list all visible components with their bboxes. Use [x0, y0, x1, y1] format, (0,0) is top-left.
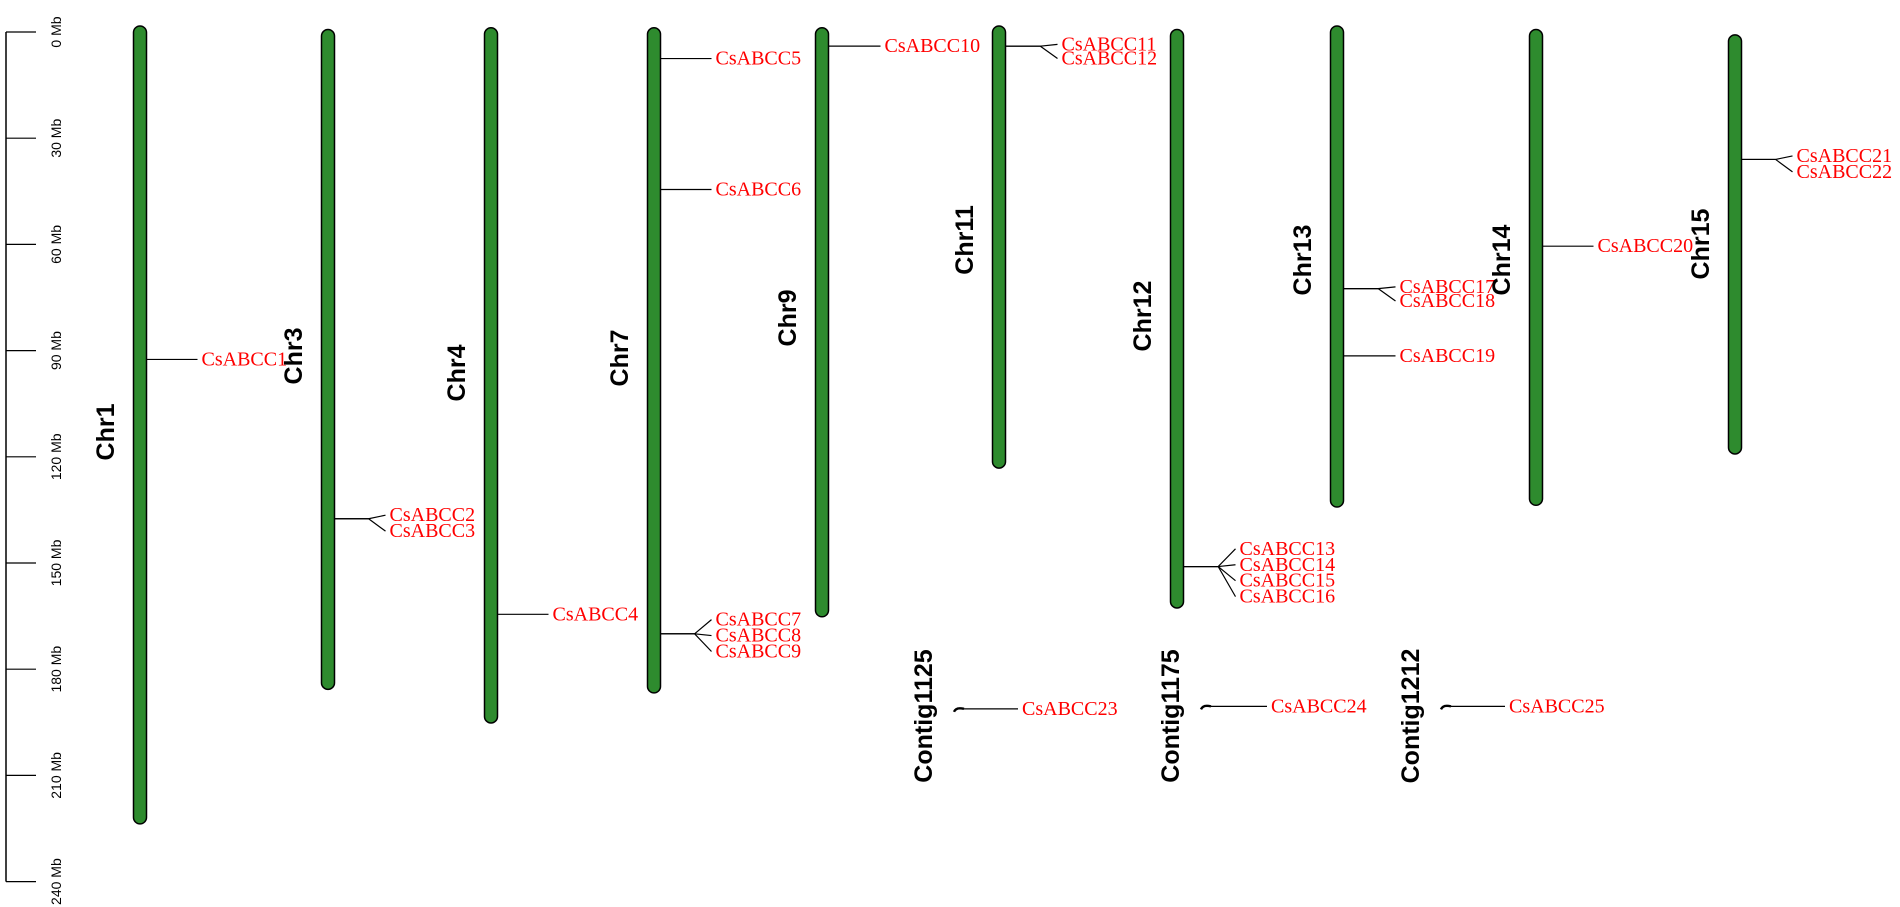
chromosome-chr14: Chr14 CsABCC20 — [1488, 28, 1694, 507]
gene-leader-line — [660, 619, 712, 635]
chromosome-bar — [320, 28, 336, 691]
gene-label-csabcc21: CsABCC21 — [1797, 145, 1893, 167]
chromosome-bar — [1169, 28, 1185, 609]
chromosome-contig1175: Contig1175 CsABCC24 — [1157, 649, 1367, 782]
gene-label-csabcc24: CsABCC24 — [1271, 695, 1367, 717]
chromosome-label: Chr14 — [1488, 224, 1516, 295]
contig-mark — [1199, 704, 1212, 710]
chromosome-label: Chr1 — [92, 403, 120, 460]
chromosome-bar — [132, 25, 148, 825]
gene-leader-line — [660, 633, 712, 652]
chromosome-bar — [1528, 28, 1544, 507]
gene-label-csabcc11: CsABCC11 — [1062, 33, 1157, 55]
gene-label-csabcc25: CsABCC25 — [1509, 695, 1605, 717]
gene-leader-line — [1183, 565, 1237, 597]
chromosome-label: Chr3 — [280, 328, 308, 385]
gene-label-csabcc3: CsABCC3 — [390, 520, 476, 542]
gene-label-csabcc6: CsABCC6 — [716, 179, 802, 201]
chromosome-label: Chr12 — [1129, 281, 1157, 352]
chromosome-contig1125: Contig1125 CsABCC23 — [910, 649, 1118, 782]
chromosome-chr9: Chr9 CsABCC10 — [774, 27, 981, 618]
chromosome-label: Chr7 — [606, 330, 634, 387]
gene-label-csabcc18: CsABCC18 — [1400, 290, 1496, 312]
gene-label-csabcc17: CsABCC17 — [1400, 276, 1496, 298]
gene-label-csabcc2: CsABCC2 — [390, 504, 476, 526]
chromosome-label: Contig1175 — [1157, 649, 1185, 782]
gene-leader-line — [334, 518, 386, 532]
chromosome-contig1212: Contig1212 CsABCC25 — [1397, 649, 1605, 784]
chromosome-label: Chr4 — [443, 344, 471, 401]
scale-tick-label: 60 Mb — [48, 225, 64, 264]
gene-label-csabcc5: CsABCC5 — [716, 48, 802, 70]
gene-leader-line — [1005, 45, 1058, 60]
chromosome-chr1: Chr1 CsABCC1 — [92, 25, 288, 825]
contig-mark — [952, 707, 965, 713]
chromosome-label: Contig1125 — [910, 649, 938, 782]
gene-leader-line — [1343, 288, 1396, 302]
gene-label-csabcc9: CsABCC9 — [716, 641, 802, 663]
gene-label-csabcc20: CsABCC20 — [1598, 235, 1694, 257]
scale-tick-label: 90 Mb — [48, 331, 64, 370]
gene-leader-line — [1183, 565, 1236, 582]
gene-leader-line — [1741, 158, 1793, 173]
scale-tick-label: 0 Mb — [48, 16, 64, 47]
contig-mark — [1439, 704, 1452, 710]
gene-label-csabcc15: CsABCC15 — [1240, 570, 1336, 592]
gene-label-csabcc8: CsABCC8 — [716, 625, 802, 647]
gene-label-csabcc19: CsABCC19 — [1400, 345, 1496, 367]
gene-label-csabcc14: CsABCC14 — [1240, 554, 1336, 576]
scale-tick-label: 210 Mb — [48, 752, 64, 799]
gene-label-csabcc7: CsABCC7 — [716, 609, 802, 631]
chromosome-label: Chr9 — [774, 290, 802, 347]
gene-leader-line — [1183, 548, 1236, 568]
gene-label-csabcc23: CsABCC23 — [1022, 698, 1118, 720]
scale-tick-label: 240 Mb — [48, 858, 64, 905]
chromosome-bar — [1727, 34, 1743, 455]
gene-label-csabcc4: CsABCC4 — [553, 603, 639, 625]
chromosome-label: Chr13 — [1289, 225, 1317, 296]
gene-label-csabcc22: CsABCC22 — [1797, 161, 1893, 183]
chromosome-label: Chr11 — [951, 205, 979, 275]
chromosome-label: Contig1212 — [1397, 649, 1425, 784]
gene-label-csabcc16: CsABCC16 — [1240, 586, 1336, 608]
scale-tick-label: 180 Mb — [48, 646, 64, 693]
gene-label-csabcc12: CsABCC12 — [1062, 48, 1158, 70]
gene-label-csabcc1: CsABCC1 — [202, 348, 288, 370]
chromosome-bar — [1329, 25, 1345, 508]
chromosome-label: Chr15 — [1687, 208, 1715, 279]
chromosome-bar — [646, 27, 662, 694]
gene-label-csabcc10: CsABCC10 — [885, 35, 981, 57]
gene-label-csabcc13: CsABCC13 — [1240, 538, 1336, 560]
scale-tick-label: 120 Mb — [48, 433, 64, 480]
scale-tick-label: 150 Mb — [48, 539, 64, 586]
chromosome-bar — [991, 25, 1007, 469]
scale-tick-label: 30 Mb — [48, 119, 64, 158]
chromosome-bar — [483, 27, 499, 724]
chromosomes: Chr1CsABCC1Chr3CsABCC2CsABCC3Chr4CsABCC4… — [92, 25, 1893, 825]
scale-bar: 0 Mb 30 Mb 60 Mb 90 Mb 120 Mb 150 Mb 180 Mb 210… — [5, 16, 64, 905]
chromosome-bar — [814, 27, 830, 618]
